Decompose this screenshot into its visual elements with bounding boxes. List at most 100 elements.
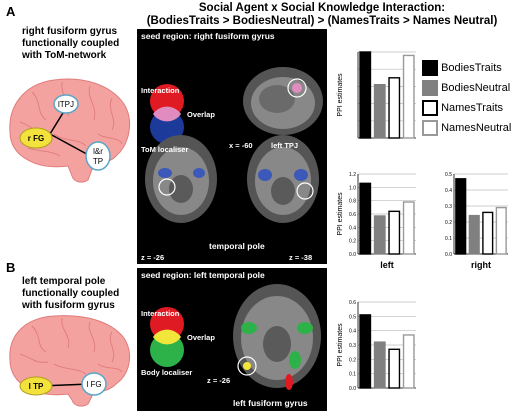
bar — [402, 334, 415, 389]
y-tick-label: 0.4 — [445, 188, 452, 194]
y-axis-label: PPI estimates — [337, 73, 344, 117]
y-axis-label: PPI estimates — [337, 323, 344, 367]
y-tick-label: 1.2 — [349, 172, 356, 178]
axial-coordinate-2: z = -38 — [289, 253, 313, 262]
tp-label-1: l&r — [93, 147, 103, 156]
y-tick-label: 0.0 — [445, 252, 452, 258]
rtpj-node — [53, 94, 79, 114]
axial-region-label-b: left fusiform gyrus — [233, 398, 308, 408]
y-tick-label: 0.2 — [349, 357, 356, 363]
brain-illustration-b: l TP l FG — [9, 315, 131, 407]
panel-a-letter: A — [6, 4, 16, 19]
rfg-node — [19, 127, 53, 149]
panel-b-graphics — [150, 284, 321, 390]
venn-localiser-label-a: ToM localiser — [141, 145, 189, 154]
seed-label-b: seed region: left temporal pole — [141, 270, 265, 280]
y-tick-label: 1.0 — [349, 185, 356, 191]
legend-swatch-names-traits — [422, 100, 438, 116]
panel-b-caption-line1: left temporal pole — [22, 276, 106, 287]
y-tick-label: 0.0 — [349, 386, 356, 392]
bar — [373, 341, 386, 389]
lfg-label: l FG — [86, 380, 101, 389]
y-tick-label: 0.1 — [349, 372, 356, 378]
bar — [388, 77, 401, 139]
figure-title-line1: Social Agent x Social Knowledge Interact… — [198, 2, 446, 14]
rfg-label: r FG — [28, 134, 44, 143]
bar — [482, 211, 494, 255]
panel-a-caption: right fusiform gyrus functionally couple… — [22, 26, 142, 62]
bar — [468, 214, 480, 255]
panel-a-caption-line1: right fusiform gyrus — [22, 26, 118, 37]
sagittal-coordinate: x = -60 — [229, 141, 253, 150]
panel-a-caption-line2: functionally coupled — [22, 38, 120, 49]
legend-item: BodiesNeutral — [422, 80, 510, 96]
y-axis-label: PPI estimates — [337, 192, 344, 236]
tpj-activation — [292, 83, 302, 93]
bar — [359, 182, 372, 255]
ltp-label: l TP — [29, 382, 44, 391]
legend-swatch-bodies-traits — [422, 60, 438, 76]
venn-localiser-label-b: Body localiser — [141, 368, 193, 377]
ltp-node — [19, 376, 53, 396]
y-tick-label: 0.3 — [445, 204, 452, 210]
legend-label-names-traits: NamesTraits — [441, 101, 503, 114]
chart-1: PPI estimates — [337, 51, 416, 139]
y-tick-label: 0.2 — [445, 220, 452, 226]
y-tick-label: 0.3 — [349, 343, 356, 349]
venn-overlap-a — [153, 106, 181, 122]
panel-a-graphics — [145, 67, 323, 223]
venn-interaction-label-b: Interaction — [141, 309, 180, 318]
panel-b-letter: B — [6, 260, 16, 275]
rtpj-label: lTPJ — [58, 100, 74, 109]
axial-coordinate-1: z = -26 — [141, 253, 165, 262]
y-tick-label: 0.4 — [349, 225, 356, 231]
y-tick-label: 0.8 — [349, 199, 356, 205]
seed-label-a: seed region: right fusiform gyrus — [141, 31, 275, 41]
sagittal-region-label: left TPJ — [271, 141, 299, 150]
bar — [388, 348, 401, 389]
bar — [402, 201, 415, 255]
venn-overlap-b — [153, 329, 181, 345]
brain-illustration-a: lTPJ r FG l&r TP — [9, 78, 131, 183]
lfg-node — [81, 372, 107, 396]
figure-title-line2: (BodiesTraits > BodiesNeutral) > (NamesT… — [146, 15, 498, 27]
bar — [359, 314, 372, 389]
legend-label-bodies-traits: BodiesTraits — [441, 61, 502, 74]
legend-swatch-bodies-neutral — [422, 80, 438, 96]
tp-node — [85, 141, 111, 171]
panel-b-caption-line2: functionally coupled — [22, 288, 120, 299]
bar — [402, 54, 415, 139]
legend-label-names-neutral: NamesNeutral — [441, 121, 512, 134]
legend-item: NamesNeutral — [422, 120, 511, 136]
venn-overlap-label-a: Overlap — [187, 110, 215, 119]
y-tick-label: 0.6 — [349, 212, 356, 218]
axial-region-label: temporal pole — [209, 241, 265, 251]
y-tick-label: 0.5 — [349, 314, 356, 320]
x-axis-label: left — [380, 260, 394, 270]
bar — [373, 83, 386, 139]
y-tick-label: 0.5 — [445, 172, 452, 178]
brain-panel-b: seed region: left temporal pole Interact… — [137, 268, 327, 411]
y-tick-label: 0.0 — [349, 252, 356, 258]
venn-overlap-label-b: Overlap — [187, 333, 215, 342]
panel-a-caption-line3: with ToM-network — [22, 50, 107, 61]
bar — [373, 215, 386, 255]
y-tick-label: 0.6 — [349, 300, 356, 306]
bar — [455, 178, 467, 255]
legend-item: NamesTraits — [422, 100, 503, 116]
y-tick-label: 0.2 — [349, 239, 356, 245]
bar — [388, 210, 401, 255]
bar — [359, 51, 372, 139]
panel-b-caption: left temporal pole functionally coupled … — [22, 276, 142, 312]
venn-interaction-label-a: Interaction — [141, 86, 180, 95]
y-tick-label: 0.1 — [445, 236, 452, 242]
legend-item: BodiesTraits — [422, 60, 502, 76]
bar — [495, 206, 507, 255]
legend-swatch-names-neutral — [422, 120, 438, 136]
axial-coordinate-b: z = -26 — [207, 376, 231, 385]
legend-label-bodies-neutral: BodiesNeutral — [441, 81, 511, 94]
tp-label-2: TP — [93, 157, 103, 166]
